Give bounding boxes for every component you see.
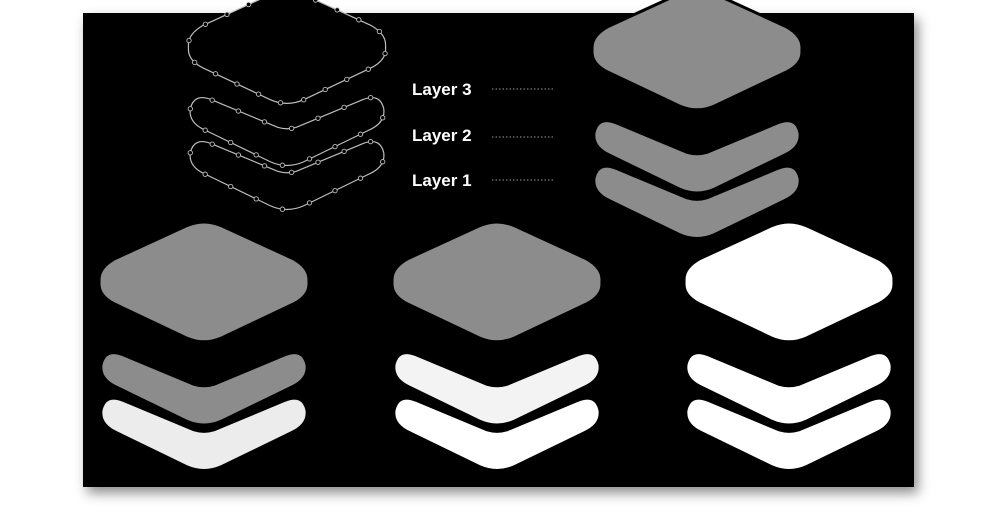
outline-anchor-point xyxy=(253,196,259,202)
outline-anchor-point xyxy=(341,104,347,111)
outline-anchor-point xyxy=(334,7,340,13)
outline-anchor-point xyxy=(253,152,259,158)
layer-labels: Layer 3 Layer 2 Layer 1 xyxy=(412,80,555,190)
outline-anchor-point xyxy=(301,97,307,103)
outline-anchor-point xyxy=(212,71,219,77)
outline-anchor-point xyxy=(315,159,321,165)
outline-anchor-point xyxy=(279,162,286,168)
layer-1-label: Layer 1 xyxy=(412,171,472,190)
outline-anchor-point xyxy=(235,152,242,158)
outline-anchor-point xyxy=(357,175,364,181)
outline-anchor-point xyxy=(202,171,208,177)
layer-2-label: Layer 2 xyxy=(412,126,472,145)
outline-anchor-point xyxy=(315,115,321,121)
outline-anchor-point xyxy=(277,100,284,106)
outline-anchor-point xyxy=(261,163,268,169)
outline-anchor-point xyxy=(235,108,242,114)
outline-anchor-point xyxy=(187,106,193,112)
outline-anchor-point xyxy=(312,0,319,3)
outline-anchor-point xyxy=(322,86,328,93)
outline-anchor-point xyxy=(306,156,313,162)
outline-anchor-point xyxy=(202,127,208,133)
outline-anchor-point xyxy=(245,1,252,8)
outline-anchor-point xyxy=(234,81,240,87)
outline-anchor-point xyxy=(187,150,193,156)
outline-anchor-point xyxy=(288,125,295,132)
outline-anchor-point xyxy=(202,21,209,27)
outline-anchor-point xyxy=(228,139,234,146)
outline-anchor-point xyxy=(341,148,347,155)
outline-anchor-point xyxy=(255,91,262,97)
outline-anchor-point xyxy=(306,200,313,206)
outline-anchor-point xyxy=(209,97,215,103)
outline-anchor-point xyxy=(261,119,268,125)
outline-anchor-point xyxy=(192,59,198,66)
outline-anchor-point xyxy=(356,17,362,23)
outline-anchor-point xyxy=(279,206,286,212)
outline-anchor-point xyxy=(344,76,350,83)
outline-anchor-point xyxy=(332,187,338,194)
outline-layer-stack xyxy=(186,0,388,212)
outline-anchor-point xyxy=(288,169,295,176)
outline-anchor-point xyxy=(376,28,383,35)
outline-anchor-point xyxy=(380,115,386,121)
outline-anchor-point xyxy=(382,50,388,57)
layer-3-label: Layer 3 xyxy=(412,80,472,99)
outline-anchor-point xyxy=(209,141,215,147)
outline-anchor-point xyxy=(367,138,374,145)
outline-anchor-point xyxy=(228,183,234,190)
outline-anchor-point xyxy=(224,11,230,18)
outline-anchor-point xyxy=(380,159,386,165)
outline-anchor-point xyxy=(357,131,364,137)
outline-anchor-point xyxy=(332,143,338,150)
outline-anchor-point xyxy=(186,37,192,44)
outline-anchor-point xyxy=(365,66,371,72)
outline-anchor-point xyxy=(367,94,374,101)
